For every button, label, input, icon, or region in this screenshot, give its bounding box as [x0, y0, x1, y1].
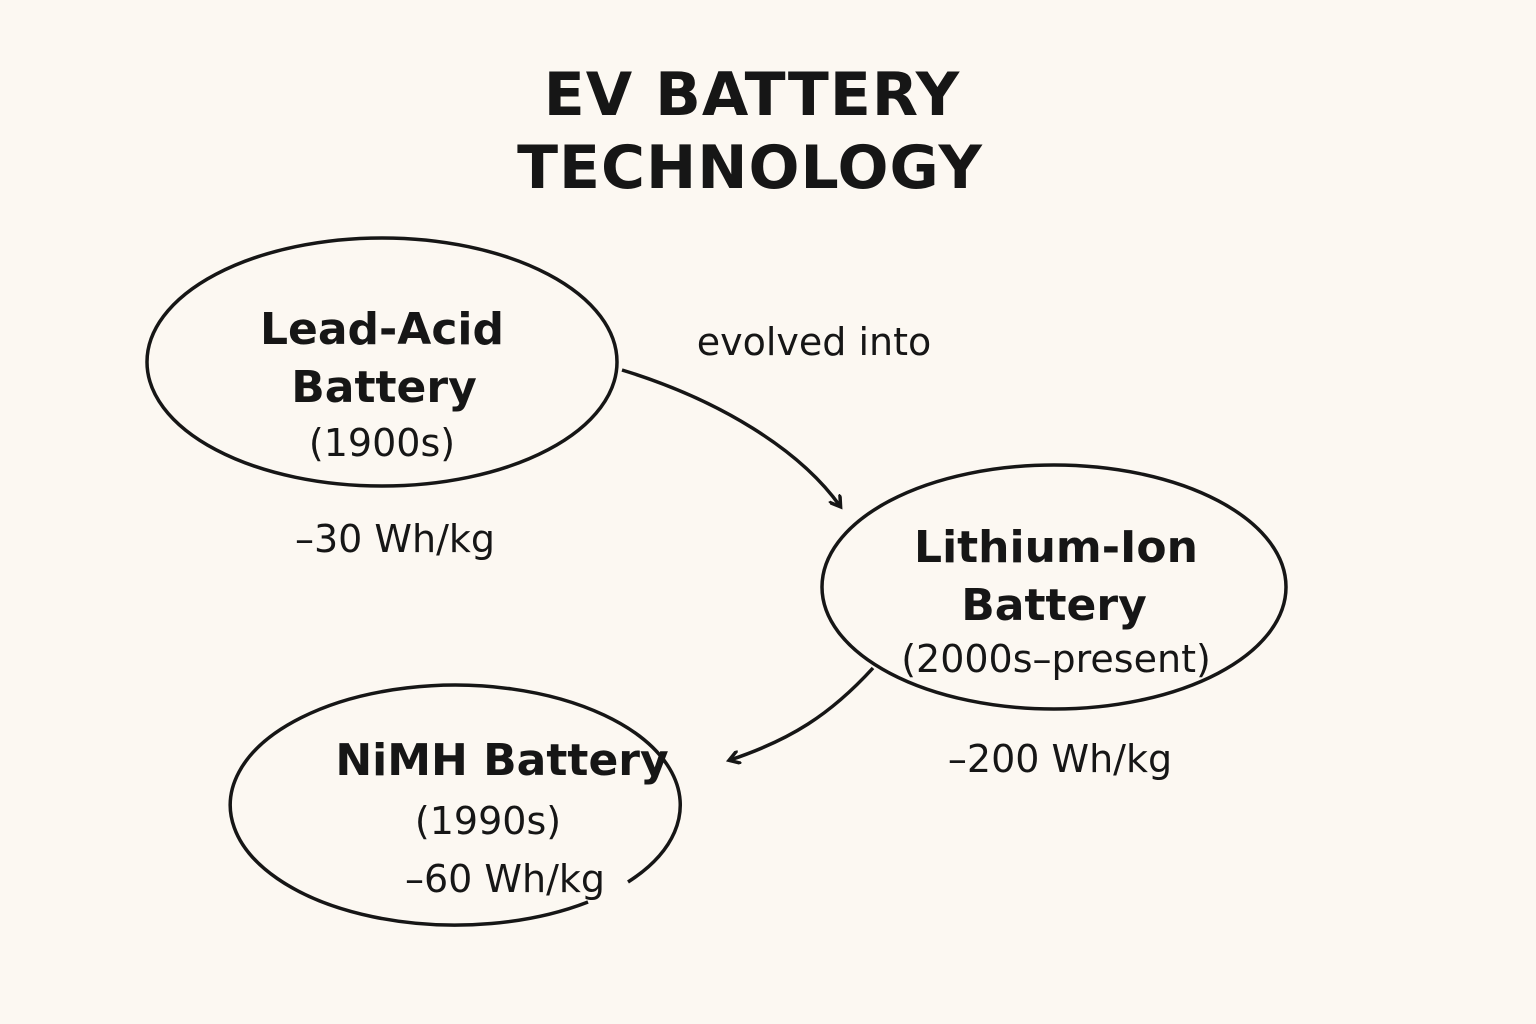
node-lithium-ion-ellipse [820, 463, 1288, 711]
node-lithium-ion: Lithium-Ion Battery (2000s–present) [820, 463, 1288, 711]
edge-label-evolved-into: evolved into [697, 320, 932, 364]
node-lead-acid-name-1: Lead-Acid [260, 304, 504, 355]
arrow-lithium-to-nimh [730, 666, 875, 760]
node-lead-acid: Lead-Acid Battery (1900s) [145, 236, 619, 488]
node-lithium-ion-name-2: Battery [961, 580, 1147, 631]
node-nimh-name: NiMH Battery [335, 735, 668, 786]
node-lead-acid-era: (1900s) [309, 421, 455, 465]
lead-acid-energy-density: –30 Wh/kg [295, 517, 495, 561]
nimh-energy-density: –60 Wh/kg [405, 857, 605, 901]
title-line-1: EV BATTERY [544, 60, 961, 130]
arrow-lead-to-lithium [621, 368, 840, 506]
node-nimh: NiMH Battery (1990s) –60 Wh/kg [228, 683, 682, 927]
node-lead-acid-ellipse [145, 236, 619, 488]
title-line-2: TECHNOLOGY [517, 133, 983, 203]
lithium-ion-energy-density: –200 Wh/kg [948, 737, 1172, 781]
node-nimh-era: (1990s) [415, 799, 561, 843]
node-lithium-ion-era: (2000s–present) [901, 637, 1211, 681]
node-lead-acid-name-2: Battery [291, 362, 477, 413]
node-nimh-ellipse [228, 683, 682, 927]
node-lithium-ion-name-1: Lithium-Ion [914, 522, 1198, 573]
